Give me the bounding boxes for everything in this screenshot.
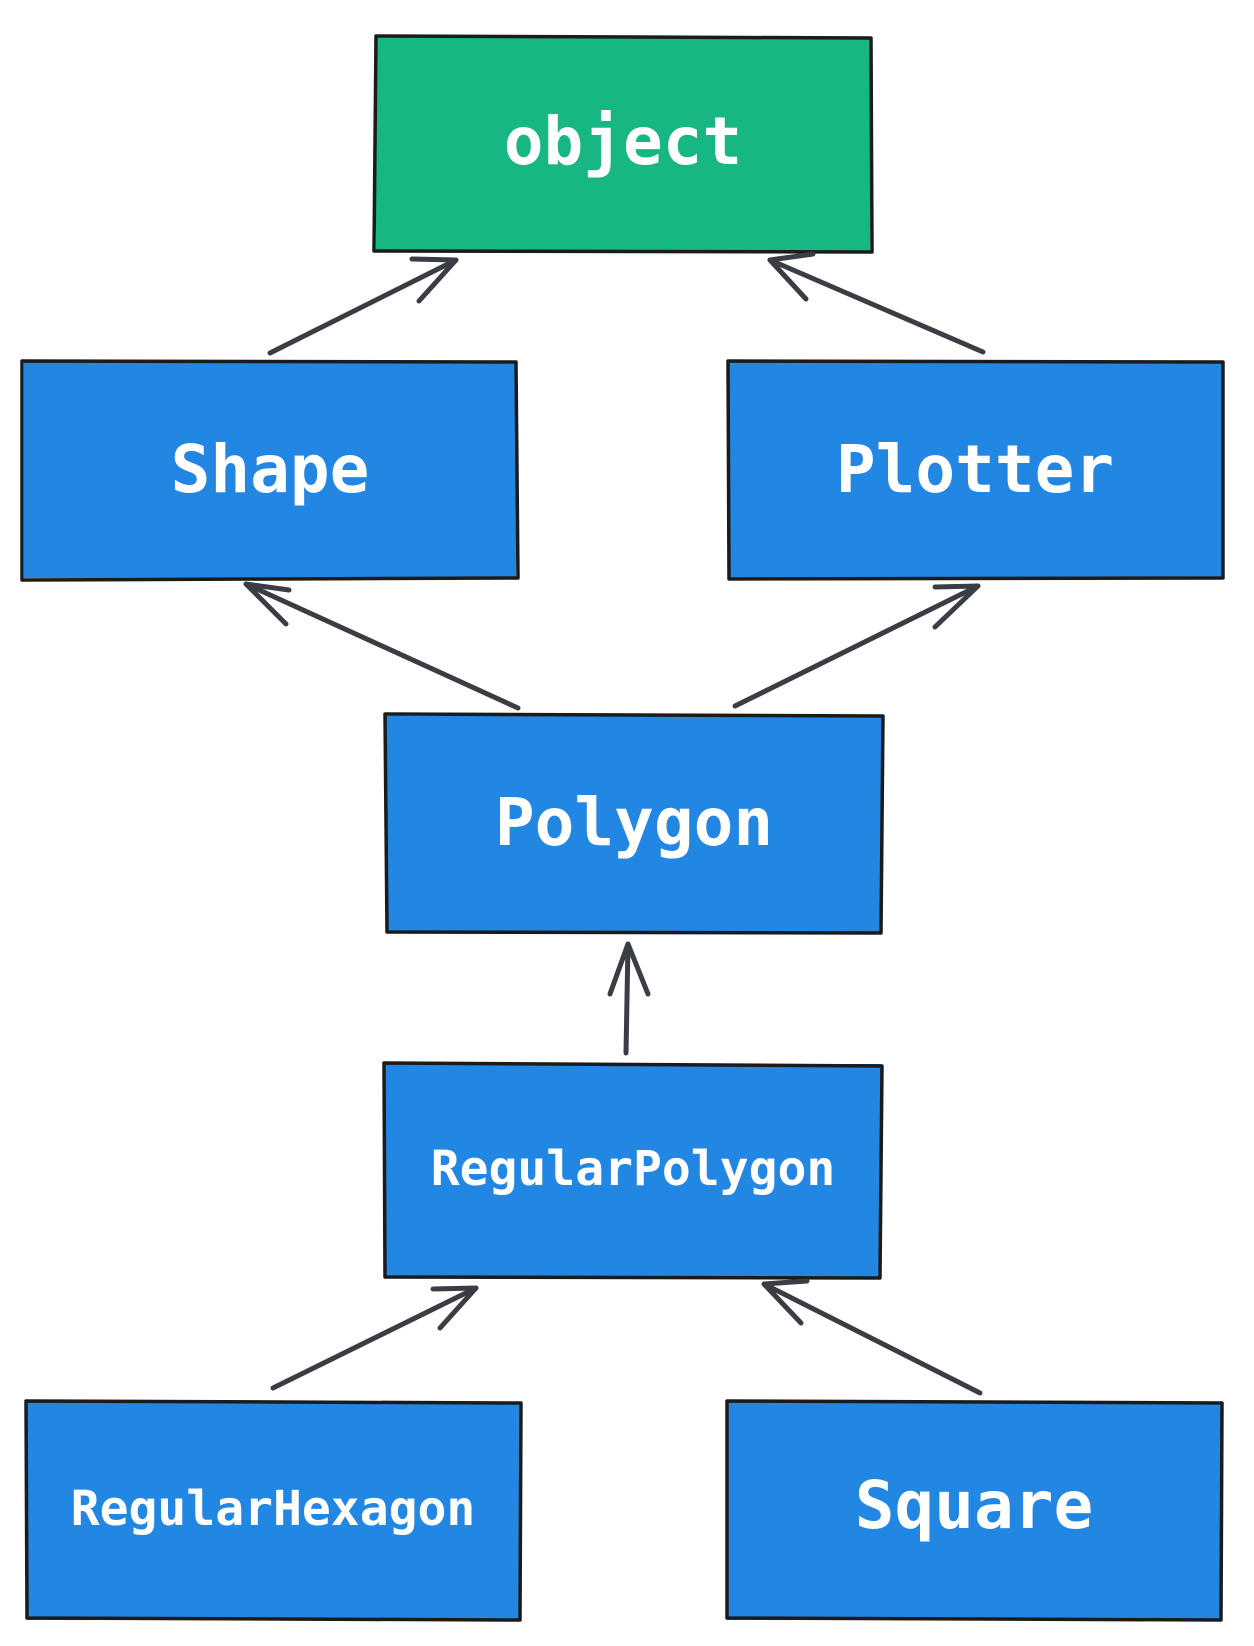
node-regular-polygon-label: RegularPolygon — [431, 1141, 836, 1197]
node-shape-label: Shape — [171, 431, 370, 508]
node-regular-polygon: RegularPolygon — [382, 1061, 884, 1280]
node-square-outline — [725, 1399, 1224, 1622]
node-shape-outline — [20, 359, 520, 582]
node-plotter-box — [728, 362, 1222, 578]
node-square: Square — [725, 1399, 1224, 1622]
node-object: object — [372, 34, 874, 254]
node-square-label: Square — [855, 1467, 1093, 1544]
node-regular-polygon-box — [385, 1064, 881, 1278]
node-object-label: object — [504, 103, 742, 180]
arrow-square-to-regular-polygon — [761, 1278, 983, 1396]
node-regular-hexagon-outline — [24, 1399, 523, 1622]
arrow-shape-to-object — [267, 256, 459, 356]
node-square-box — [727, 1402, 1221, 1620]
node-regular-hexagon: RegularHexagon — [24, 1399, 523, 1622]
node-regular-hexagon-box — [27, 1402, 521, 1620]
node-regular-hexagon-label: RegularHexagon — [71, 1481, 476, 1537]
node-plotter-label: Plotter — [836, 431, 1114, 508]
arrow-regular-hexagon-to-regular-polygon — [270, 1285, 479, 1391]
node-plotter: Plotter — [726, 359, 1225, 581]
arrow-plotter-to-object — [767, 251, 986, 355]
node-polygon: Polygon — [383, 712, 885, 935]
node-regular-polygon-outline — [382, 1061, 884, 1280]
arrow-polygon-to-plotter — [732, 583, 981, 709]
node-shape: Shape — [20, 359, 520, 582]
arrow-regular-polygon-to-polygon — [607, 941, 651, 1056]
arrow-polygon-to-shape — [243, 581, 521, 711]
node-plotter-outline — [726, 359, 1225, 581]
node-shape-box — [24, 362, 516, 578]
node-object-box — [376, 37, 870, 251]
node-polygon-label: Polygon — [495, 784, 773, 861]
node-polygon-outline — [383, 712, 885, 935]
node-polygon-box — [386, 716, 882, 932]
node-object-outline — [372, 34, 874, 254]
